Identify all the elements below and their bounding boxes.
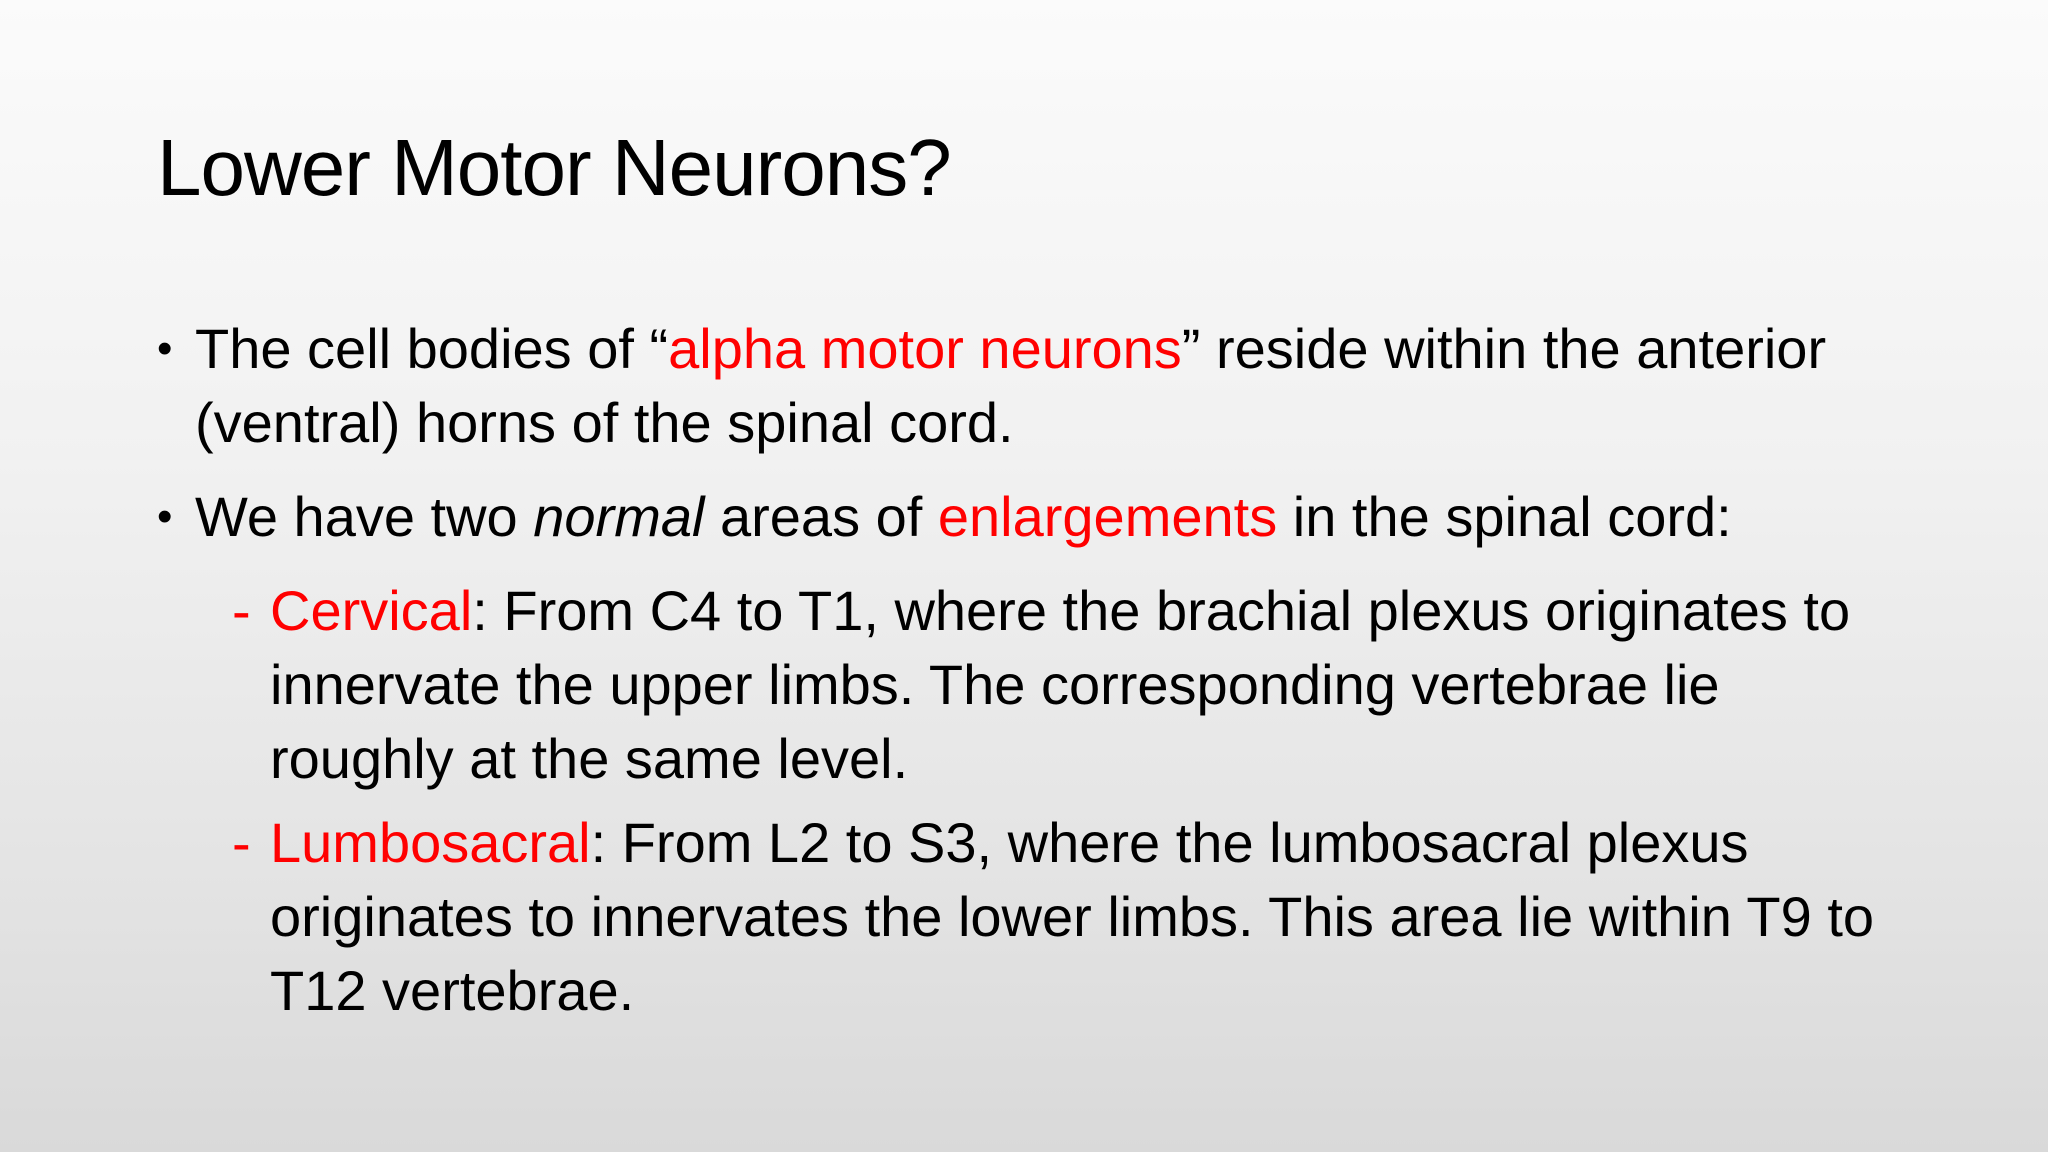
bullet-item: • The cell bodies of “alpha motor neuron… bbox=[157, 312, 1917, 460]
bullet-text-post: in the spinal cord: bbox=[1277, 485, 1732, 548]
bullet-text-mid: areas of bbox=[704, 485, 938, 548]
sub-item-text: Cervical: From C4 to T1, where the brach… bbox=[270, 574, 1917, 796]
term-cervical: Cervical bbox=[270, 579, 473, 642]
dash-marker: - bbox=[232, 579, 251, 642]
bullet-marker: • bbox=[157, 492, 173, 541]
bullet-marker: • bbox=[157, 324, 173, 373]
term-lumbosacral: Lumbosacral bbox=[270, 811, 591, 874]
slide-title: Lower Motor Neurons? bbox=[157, 123, 952, 212]
bullet-item: • We have two normal areas of enlargemen… bbox=[157, 480, 1917, 554]
dash-marker: - bbox=[232, 811, 251, 874]
slide-content: • The cell bodies of “alpha motor neuron… bbox=[157, 312, 1917, 1038]
highlight-alpha-motor-neurons: alpha motor neurons bbox=[668, 317, 1182, 380]
sub-item-text: Lumbosacral: From L2 to S3, where the lu… bbox=[270, 806, 1917, 1028]
bullet-text: We have two normal areas of enlargements… bbox=[195, 480, 1917, 554]
sub-item-cervical: - Cervical: From C4 to T1, where the bra… bbox=[232, 574, 1917, 796]
sub-item-description: : From C4 to T1, where the brachial plex… bbox=[270, 579, 1851, 790]
bullet-text: The cell bodies of “alpha motor neurons”… bbox=[195, 312, 1917, 460]
bullet-text-post: ” reside within the anterior (ventral) h… bbox=[195, 317, 1827, 454]
bullet-text-pre: The cell bodies of “ bbox=[195, 317, 669, 380]
bullet-text-pre: We have two bbox=[195, 485, 534, 548]
sub-item-description: : From L2 to S3, where the lumbosacral p… bbox=[270, 811, 1875, 1022]
sub-item-lumbosacral: - Lumbosacral: From L2 to S3, where the … bbox=[232, 806, 1917, 1028]
highlight-enlargements: enlargements bbox=[937, 485, 1278, 548]
italic-normal: normal bbox=[533, 485, 705, 548]
